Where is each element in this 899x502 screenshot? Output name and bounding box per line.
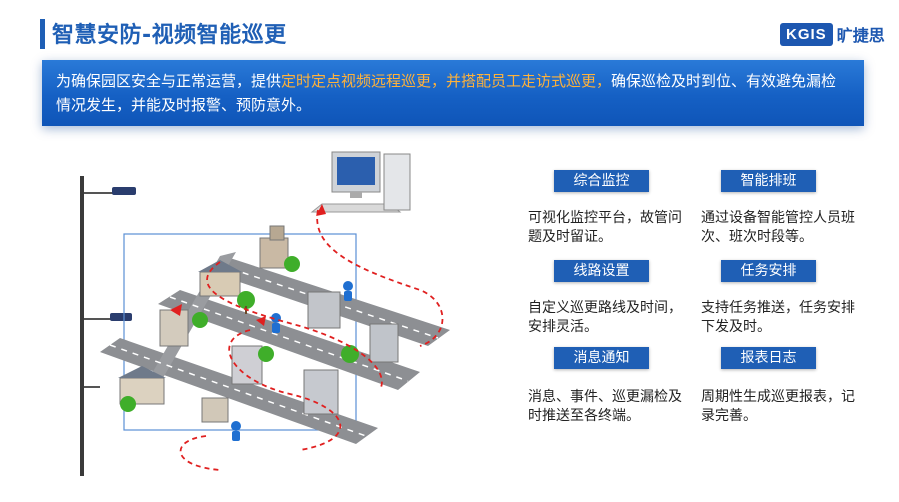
camera-pole: [80, 176, 84, 476]
feature-desc-task: 支持任务推送，任务安排下发及时。: [701, 300, 855, 335]
monitor-computer-icon: [310, 151, 411, 213]
road-2: [158, 290, 420, 390]
feature-label-scheduling: 智能排班: [721, 170, 816, 192]
feature-desc-report: 周期性生成巡更报表，记录完善。: [701, 389, 855, 424]
patrol-routes: [179, 209, 444, 471]
patrol-guard-icons: [231, 281, 353, 441]
camera-arm-low: [84, 386, 100, 388]
feature-label-notify: 消息通知: [554, 347, 649, 369]
intro-text-1: 为确保园区安全与正常运营，提供: [56, 72, 282, 90]
logo-name: 旷捷思: [836, 26, 885, 45]
camera-mid: [110, 313, 132, 321]
intro-banner: 为确保园区安全与正常运营，提供定时定点视频远程巡更，并搭配员工走访式巡更，确保巡…: [42, 60, 864, 126]
feature-desc-monitoring: 可视化监控平台，故管问题及时留证。: [528, 210, 682, 245]
scene-frame: [123, 233, 357, 431]
buildings: [118, 225, 399, 423]
feature-label-task: 任务安排: [721, 260, 816, 282]
title-accent-bar: [40, 19, 45, 49]
intro-text-2: 确保巡检及时到位、有效避免漏检情况发生，并能及时报警、预防意外。: [56, 72, 837, 114]
patrol-illustration: [80, 151, 450, 476]
page-title: 智慧安防-视频智能巡更: [52, 23, 287, 48]
logo-mark: KGIS: [780, 22, 833, 46]
feature-desc-route: 自定义巡更路线及时间，安排灵活。: [528, 300, 682, 335]
trees: [120, 256, 359, 412]
brand-logo: KGIS 旷捷思: [780, 20, 885, 48]
feature-label-monitoring: 综合监控: [554, 170, 649, 192]
route-arrows: [170, 204, 326, 326]
feature-label-report: 报表日志: [721, 347, 816, 369]
feature-desc-scheduling: 通过设备智能管控人员班次、班次时段等。: [701, 210, 855, 245]
camera-arm-top: [84, 192, 120, 194]
camera-top: [112, 187, 136, 195]
feature-label-route: 线路设置: [554, 260, 649, 282]
camera-arm-mid: [84, 318, 116, 320]
feature-desc-notify: 消息、事件、巡更漏检及时推送至各终端。: [528, 389, 682, 424]
intro-highlight: 定时定点视频远程巡更，并搭配员工走访式巡更，: [281, 72, 612, 90]
